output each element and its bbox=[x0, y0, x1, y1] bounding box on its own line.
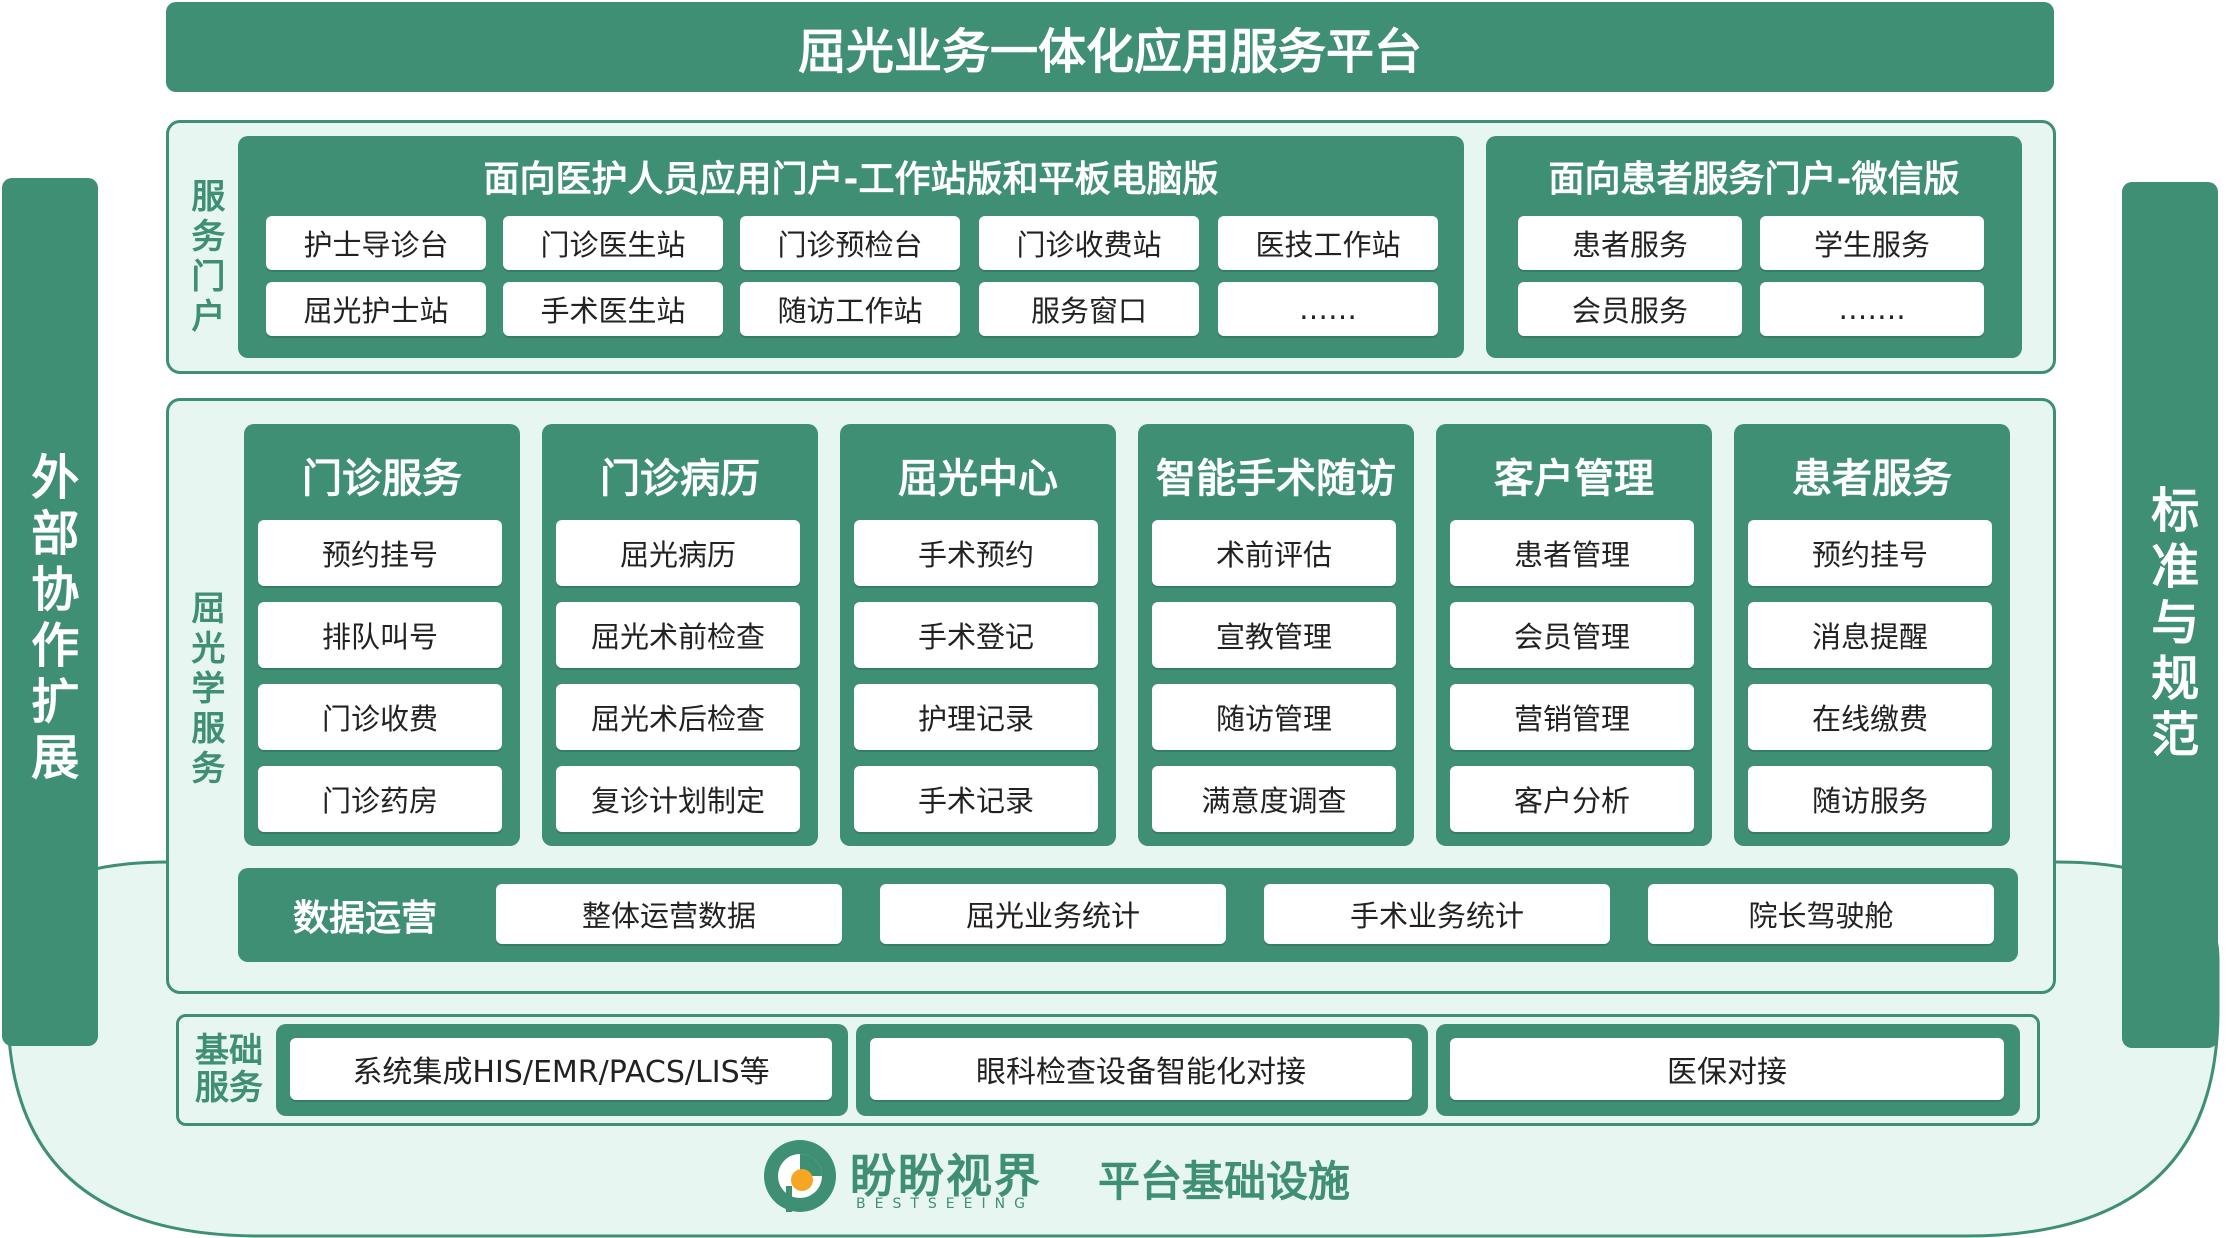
staff-portal-title: 面向医护人员应用门户-工作站版和平板电脑版 bbox=[483, 159, 1219, 200]
external-collaboration-label: 外部协作扩展 bbox=[22, 452, 79, 788]
base-services-label: 基础服务 bbox=[186, 1022, 272, 1118]
staff-portal-item[interactable]: 护士导诊台 bbox=[266, 216, 486, 270]
service-column-title: 患者服务 bbox=[1792, 456, 1952, 502]
service-column-title: 门诊病历 bbox=[600, 456, 760, 502]
service-item[interactable]: 会员管理 bbox=[1450, 602, 1694, 668]
service-portal-label: 服务门户 bbox=[184, 178, 225, 338]
data-ops-item[interactable]: 屈光业务统计 bbox=[880, 884, 1226, 944]
staff-portal-item[interactable]: …… bbox=[1218, 282, 1438, 336]
service-item[interactable]: 排队叫号 bbox=[258, 602, 502, 668]
service-item[interactable]: 患者管理 bbox=[1450, 520, 1694, 586]
standards-label: 标准与规范 bbox=[2142, 485, 2199, 765]
service-item[interactable]: 营销管理 bbox=[1450, 684, 1694, 750]
data-ops-item[interactable]: 手术业务统计 bbox=[1264, 884, 1610, 944]
patient-portal-title: 面向患者服务门户-微信版 bbox=[1548, 159, 1960, 200]
standards-bar bbox=[2122, 182, 2218, 1048]
service-item[interactable]: 满意度调查 bbox=[1152, 766, 1396, 832]
external-collaboration-bar bbox=[2, 178, 98, 1046]
refractive-services-label: 屈光学服务 bbox=[184, 590, 225, 790]
patient-portal-item[interactable]: 患者服务 bbox=[1518, 216, 1742, 270]
base-services-label-text: 基础服务 bbox=[195, 1030, 263, 1108]
platform-infrastructure-label: 平台基础设施 bbox=[1098, 1157, 1351, 1206]
service-item[interactable]: 客户分析 bbox=[1450, 766, 1694, 832]
service-item[interactable]: 手术记录 bbox=[854, 766, 1098, 832]
service-item[interactable]: 门诊药房 bbox=[258, 766, 502, 832]
base-service-item[interactable]: 医保对接 bbox=[1450, 1038, 2004, 1100]
service-item[interactable]: 屈光病历 bbox=[556, 520, 800, 586]
staff-portal-item[interactable]: 服务窗口 bbox=[979, 282, 1199, 336]
patient-portal-item[interactable]: 会员服务 bbox=[1518, 282, 1742, 336]
service-item[interactable]: 随访服务 bbox=[1748, 766, 1992, 832]
data-ops-item[interactable]: 院长驾驶舱 bbox=[1648, 884, 1994, 944]
data-ops-item[interactable]: 整体运营数据 bbox=[496, 884, 842, 944]
service-item[interactable]: 屈光术前检查 bbox=[556, 602, 800, 668]
brand-subtitle: BESTSEEING bbox=[856, 1196, 1034, 1212]
service-item[interactable]: 术前评估 bbox=[1152, 520, 1396, 586]
staff-portal-item[interactable]: 医技工作站 bbox=[1218, 216, 1438, 270]
service-item[interactable]: 复诊计划制定 bbox=[556, 766, 800, 832]
service-item[interactable]: 宣教管理 bbox=[1152, 602, 1396, 668]
staff-portal-item[interactable]: 门诊预检台 bbox=[740, 216, 960, 270]
service-column-title: 智能手术随访 bbox=[1156, 456, 1396, 502]
service-item[interactable]: 屈光术后检查 bbox=[556, 684, 800, 750]
service-item[interactable]: 在线缴费 bbox=[1748, 684, 1992, 750]
staff-portal-item[interactable]: 门诊医生站 bbox=[503, 216, 723, 270]
service-item[interactable]: 预约挂号 bbox=[258, 520, 502, 586]
brand-name: 盼盼视界 bbox=[850, 1149, 1042, 1203]
service-item[interactable]: 门诊收费 bbox=[258, 684, 502, 750]
service-item[interactable]: 手术预约 bbox=[854, 520, 1098, 586]
base-service-item[interactable]: 系统集成HIS/EMR/PACS/LIS等 bbox=[290, 1038, 832, 1100]
staff-portal-item[interactable]: 随访工作站 bbox=[740, 282, 960, 336]
service-column-title: 屈光中心 bbox=[898, 456, 1058, 502]
base-service-item[interactable]: 眼科检查设备智能化对接 bbox=[870, 1038, 1412, 1100]
staff-portal-item[interactable]: 屈光护士站 bbox=[266, 282, 486, 336]
service-item[interactable]: 随访管理 bbox=[1152, 684, 1396, 750]
data-ops-label: 数据运营 bbox=[292, 898, 437, 939]
service-column-title: 客户管理 bbox=[1494, 456, 1654, 502]
service-item[interactable]: 护理记录 bbox=[854, 684, 1098, 750]
patient-portal-item[interactable]: 学生服务 bbox=[1760, 216, 1984, 270]
patient-portal-item[interactable]: ……. bbox=[1760, 282, 1984, 336]
service-item[interactable]: 预约挂号 bbox=[1748, 520, 1992, 586]
platform-title: 屈光业务一体化应用服务平台 bbox=[166, 2, 2054, 92]
service-column-title: 门诊服务 bbox=[302, 456, 462, 502]
service-item[interactable]: 消息提醒 bbox=[1748, 602, 1992, 668]
service-item[interactable]: 手术登记 bbox=[854, 602, 1098, 668]
staff-portal-item[interactable]: 手术医生站 bbox=[503, 282, 723, 336]
staff-portal-item[interactable]: 门诊收费站 bbox=[979, 216, 1199, 270]
brand-logo-icon bbox=[764, 1140, 836, 1212]
